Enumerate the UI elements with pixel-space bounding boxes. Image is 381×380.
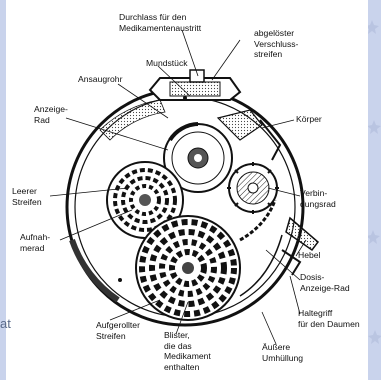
label-anzeige-rad: Anzeige- Rad	[34, 104, 68, 125]
blister-coil	[136, 216, 240, 320]
label-leerer-streifen: Leerer Streifen	[12, 186, 42, 207]
label-ansaugrohr: Ansaugrohr	[78, 74, 122, 85]
label-aufnahmerad: Aufnah- merad	[20, 232, 50, 253]
label-abgeloester-verschlussstreifen: abgelöster Verschluss- streifen	[254, 28, 298, 60]
label-aufgerollter-streifen: Aufgerollter Streifen	[96, 320, 140, 341]
label-mundstueck: Mundstück	[146, 58, 188, 69]
label-dosis-anzeige-rad: Dosis- Anzeige-Rad	[300, 272, 350, 293]
mouthpiece	[150, 70, 240, 100]
label-blister: Blister, die das Medikament enthalten	[164, 330, 211, 372]
label-verbindungsrad: Verbin- dungsrad	[300, 188, 336, 209]
label-haltegriff: Haltegriff für den Daumen	[298, 308, 360, 329]
stray-text: at	[0, 316, 11, 331]
label-hebel: Hebel	[298, 250, 320, 261]
label-aeussere-umhuellung: Äußere Umhüllung	[262, 342, 303, 363]
label-durchlass: Durchlass für den Medikamentenaustritt	[119, 12, 201, 33]
label-koerper: Körper	[296, 114, 322, 125]
connecting-wheel	[227, 162, 279, 214]
